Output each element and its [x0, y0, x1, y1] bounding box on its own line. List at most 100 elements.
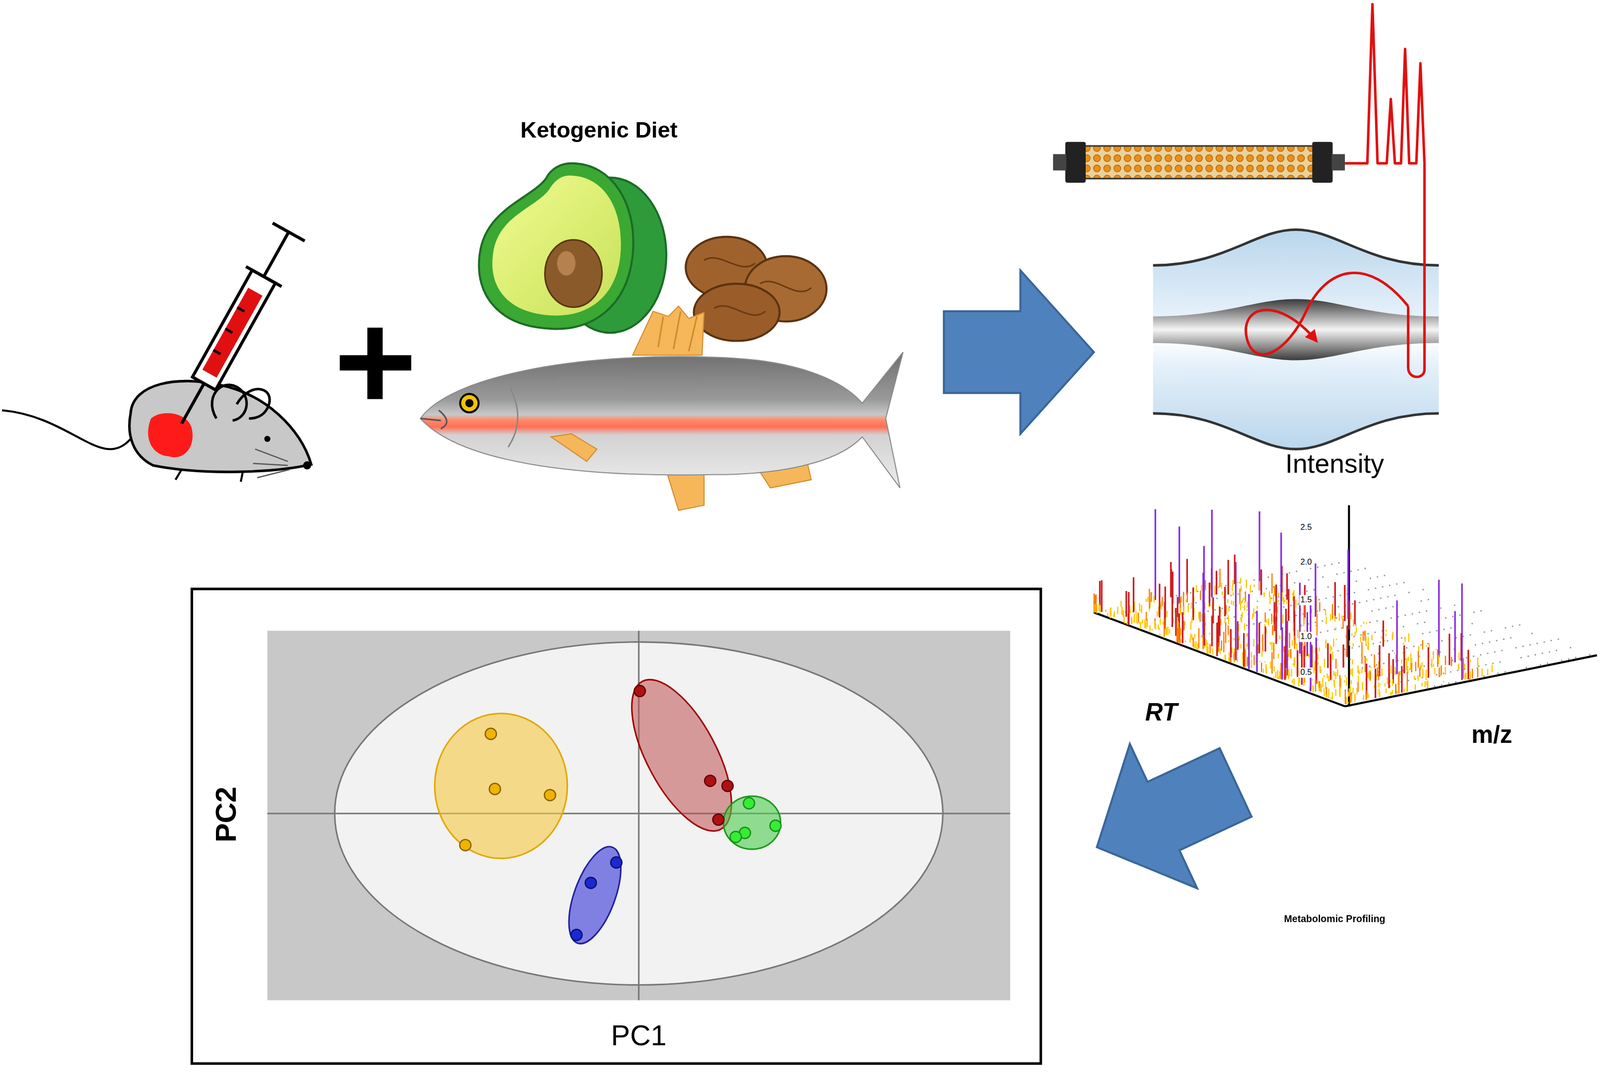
- spectrum-peak: [1350, 668, 1352, 675]
- spectrum-peak: [1251, 651, 1253, 659]
- grid-dot: [1465, 656, 1468, 659]
- spectrum-peak: [1330, 675, 1332, 681]
- spectrum-peak: [1318, 687, 1320, 692]
- spectrum-peak: [1177, 617, 1179, 623]
- spectrum-peak: [1242, 606, 1244, 608]
- spectrum-peak: [1291, 679, 1293, 684]
- spectrum-peak: [1233, 637, 1235, 640]
- spectrum-peak: [1218, 585, 1220, 587]
- spectrum-peak: [1320, 689, 1322, 693]
- spectrum-peak: [1166, 627, 1168, 635]
- spectrum-peak: [1149, 625, 1151, 632]
- spectrum-peak: [1427, 646, 1430, 678]
- spectrum-peak: [1137, 612, 1139, 623]
- grid-dot: [1367, 588, 1370, 591]
- spectrum-peak: [1319, 602, 1321, 612]
- grid-dot: [1390, 617, 1392, 619]
- spectrum-peak: [1227, 615, 1229, 625]
- grid-dot: [1353, 635, 1355, 637]
- mouse-figure-part: [236, 389, 270, 419]
- spectrum-peak: [1458, 663, 1460, 670]
- spectrum-peak: [1151, 628, 1153, 630]
- grid-dot: [1306, 590, 1308, 592]
- spectrum-peak: [1178, 526, 1181, 604]
- grid-dot: [1493, 650, 1496, 653]
- spectrum-peak: [1195, 641, 1197, 649]
- spectrum-peak: [1438, 667, 1440, 677]
- grid-dot: [1225, 584, 1227, 587]
- grid-dot: [1378, 608, 1380, 611]
- walnuts: [685, 236, 827, 342]
- pca-panel-part: [570, 856, 623, 941]
- spectrum-peak: [1195, 585, 1197, 593]
- spectrum-peak: [1169, 628, 1171, 634]
- spectrum-peak: [1444, 666, 1446, 675]
- spectrum-peak: [1139, 621, 1141, 629]
- grid-dot: [1327, 585, 1329, 588]
- spectrum-peak: [1182, 612, 1184, 644]
- axis-title: PC1: [611, 1021, 667, 1051]
- spectrum-peak: [1158, 627, 1160, 630]
- grid-dot: [1351, 603, 1354, 605]
- spectrum-peak: [1176, 621, 1178, 643]
- pca-panel-part-part: [459, 839, 472, 851]
- spectrum-peak: [1133, 613, 1135, 623]
- grid-dot: [1187, 603, 1190, 605]
- spectrum-peak: [1286, 573, 1288, 600]
- spectrum-peak: [1391, 633, 1393, 641]
- grid-dot: [1318, 598, 1321, 601]
- spectrum-peak: [1315, 679, 1317, 692]
- grid-dot: [1421, 632, 1424, 634]
- walnuts-part: [694, 283, 780, 341]
- spectrum-peak: [1323, 675, 1325, 678]
- spectrum-peak: [1342, 644, 1344, 668]
- spectrum-peak: [1240, 643, 1242, 649]
- spectrum-peak: [1334, 626, 1336, 630]
- spectrum-peak: [1320, 669, 1322, 674]
- spectrum-peak: [1451, 656, 1453, 667]
- spectrum-peak: [1246, 632, 1248, 636]
- spectrum-peak: [1105, 609, 1107, 612]
- grid-dot: [1189, 591, 1192, 594]
- spectrum-peak: [1415, 661, 1417, 672]
- grid-dot: [1525, 666, 1528, 669]
- spectrum-peak: [1252, 638, 1254, 646]
- grid-dot: [1455, 680, 1457, 683]
- spectrum-peak: [1232, 579, 1234, 586]
- grid-dot: [1497, 672, 1499, 674]
- grid-dot: [1530, 632, 1533, 634]
- spectrum-peak: [1246, 605, 1248, 608]
- spectrum-peak: [1336, 669, 1338, 677]
- spectrum-peak: [1246, 609, 1248, 611]
- grid-dot: [1520, 656, 1523, 659]
- grid-dot: [1323, 564, 1326, 567]
- spectrum-peak: [1349, 640, 1351, 646]
- spectrum-peak: [1360, 636, 1362, 642]
- spectrum-peak: [1220, 640, 1222, 651]
- spectrum-peak: [1253, 654, 1255, 665]
- grid-dot: [1246, 624, 1248, 627]
- spectrum-peak: [1231, 585, 1233, 592]
- spectrum-peak: [1321, 677, 1323, 687]
- grid-dot: [1376, 620, 1378, 622]
- spectrum-peak: [1317, 661, 1319, 665]
- spectrum-peak: [1209, 632, 1211, 634]
- lc-column-part: [1052, 153, 1067, 171]
- syringe-part: [202, 287, 263, 378]
- spectrum-peak: [1316, 613, 1318, 636]
- spectrum-peak: [1325, 616, 1327, 625]
- spectrum-peak: [1467, 649, 1469, 680]
- grid-dot: [1473, 611, 1475, 613]
- spectrum-peak: [1221, 591, 1223, 595]
- spectrum-peak: [1422, 639, 1424, 650]
- spectrum-peak: [1390, 692, 1392, 696]
- grid-dot: [1387, 595, 1389, 598]
- spectrum-peak: [1366, 657, 1368, 662]
- grid-dot: [1548, 650, 1550, 653]
- spectrum-peak: [1148, 588, 1150, 610]
- grid-dot: [1194, 601, 1197, 604]
- grid-dot: [1337, 605, 1340, 608]
- spectrum-peak: [1246, 656, 1248, 667]
- spectrum-peak: [1438, 579, 1440, 657]
